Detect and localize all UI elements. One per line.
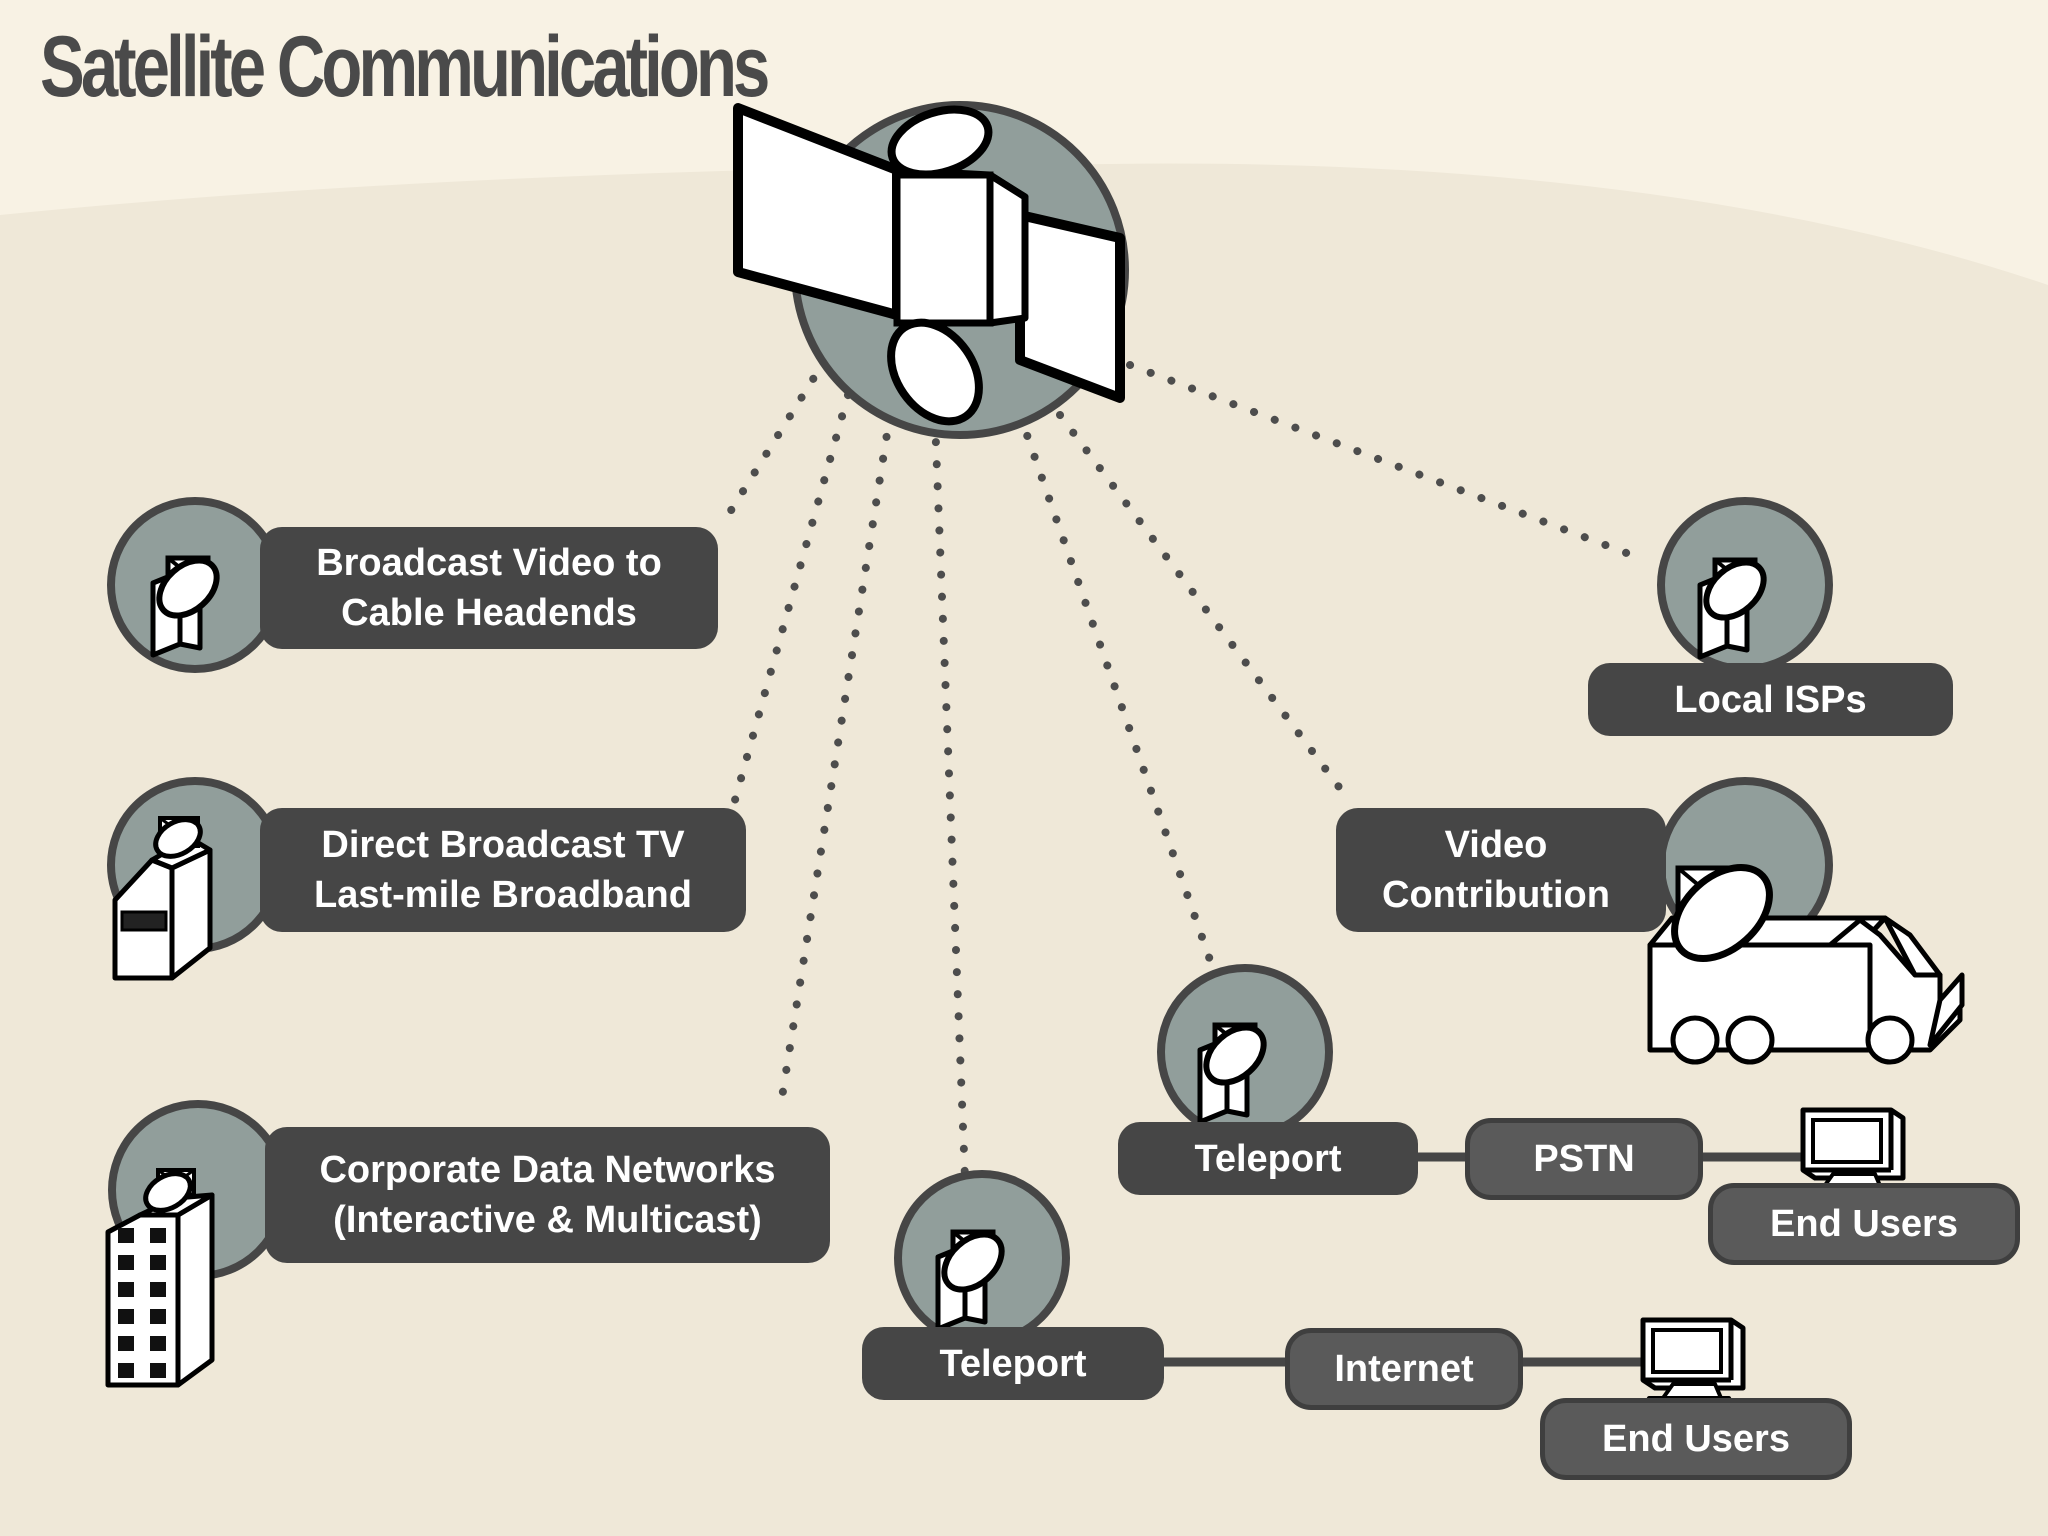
link-local-isps [1126,361,1649,564]
teleport-lower-label: Teleport [862,1327,1164,1400]
internet-label: Internet [1285,1328,1523,1410]
link-video-contribution [1056,411,1349,799]
pstn-label: PSTN [1465,1118,1703,1200]
office-building-dish-icon [105,1168,215,1388]
end-users-upper-label: End Users [1708,1183,2020,1265]
satellite-icon [733,101,1129,439]
broadcast-video-label: Broadcast Video to Cable Headends [260,527,718,649]
satellite-links [721,356,1649,1182]
end-users-lower-label: End Users [1540,1398,1852,1480]
teleport-upper-label: Teleport [1118,1122,1418,1195]
video-contribution-label: Video Contribution [1336,808,1666,932]
house-dish-icon [112,816,213,981]
link-direct-broadcast [731,391,852,804]
link-corporate-data [776,411,894,1114]
link-teleport-upper [1016,411,1214,964]
corporate-data-label: Corporate Data Networks (Interactive & M… [265,1127,830,1263]
broadcast-truck-icon [1647,864,1965,1065]
direct-broadcast-label: Direct Broadcast TV Last-mile Broadband [260,808,746,932]
computer-monitor-icon [1643,1320,1743,1410]
link-teleport-lower [931,416,969,1182]
page-title: Satellite Communications [40,19,770,115]
link-broadcast-video [721,356,829,524]
local-isps-label: Local ISPs [1588,663,1953,736]
